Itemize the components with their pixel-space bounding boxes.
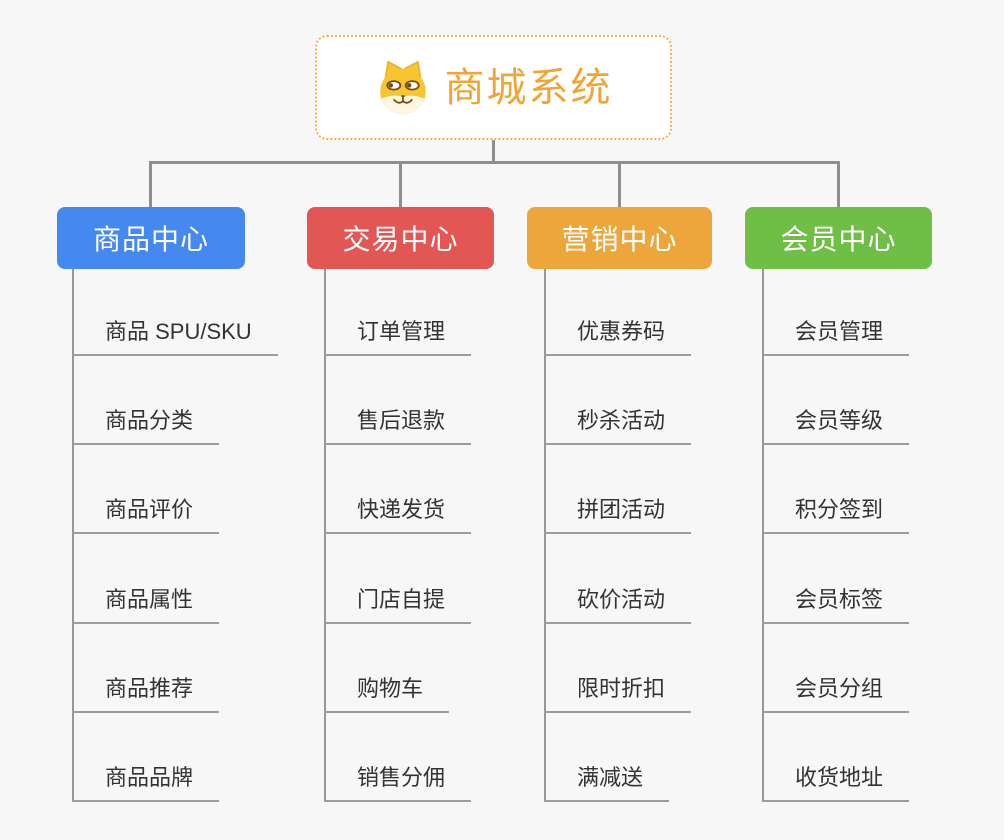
leaf-node[interactable]: 商品属性 bbox=[72, 585, 220, 624]
leaf-node[interactable]: 销售分佣 bbox=[324, 763, 472, 802]
dog-face-icon bbox=[379, 60, 426, 114]
connector-bus bbox=[149, 161, 840, 164]
leaf-node[interactable]: 门店自提 bbox=[324, 585, 472, 624]
trunk-line-4 bbox=[762, 269, 764, 802]
leaf-node[interactable]: 会员标签 bbox=[762, 585, 910, 624]
leaf-node[interactable]: 商品评价 bbox=[72, 495, 220, 534]
root-node[interactable]: 商城系统 bbox=[315, 35, 672, 140]
leaf-node[interactable]: 会员分组 bbox=[762, 674, 910, 713]
trunk-line-1 bbox=[72, 269, 74, 802]
leaf-node[interactable]: 砍价活动 bbox=[544, 585, 692, 624]
branch-marketing-center[interactable]: 营销中心 bbox=[527, 207, 712, 269]
leaf-node[interactable]: 商品推荐 bbox=[72, 674, 220, 713]
branch-label: 交易中心 bbox=[342, 224, 459, 255]
leaf-node[interactable]: 会员等级 bbox=[762, 406, 910, 445]
leaf-node[interactable]: 售后退款 bbox=[324, 406, 472, 445]
connector-drop-2 bbox=[399, 161, 402, 207]
trunk-line-2 bbox=[324, 269, 326, 802]
connector-drop-3 bbox=[618, 161, 621, 207]
leaf-node[interactable]: 秒杀活动 bbox=[544, 406, 692, 445]
leaf-node[interactable]: 积分签到 bbox=[762, 495, 910, 534]
connector-drop-4 bbox=[837, 161, 840, 207]
root-title: 商城系统 bbox=[444, 65, 613, 110]
leaf-node[interactable]: 快递发货 bbox=[324, 495, 472, 534]
trunk-line-3 bbox=[544, 269, 546, 802]
branch-product-center[interactable]: 商品中心 bbox=[57, 207, 245, 269]
leaf-node[interactable]: 优惠券码 bbox=[544, 317, 692, 356]
branch-member-center[interactable]: 会员中心 bbox=[745, 207, 932, 269]
leaf-node[interactable]: 收货地址 bbox=[762, 763, 910, 802]
branch-label: 商品中心 bbox=[92, 224, 209, 255]
leaf-node[interactable]: 会员管理 bbox=[762, 317, 910, 356]
leaf-node[interactable]: 满减送 bbox=[544, 763, 670, 802]
leaf-node[interactable]: 商品品牌 bbox=[72, 763, 220, 802]
connector-drop-1 bbox=[149, 161, 152, 207]
leaf-node[interactable]: 拼团活动 bbox=[544, 495, 692, 534]
connector-root-drop bbox=[492, 140, 495, 164]
leaf-node[interactable]: 订单管理 bbox=[324, 317, 472, 356]
leaf-node[interactable]: 商品分类 bbox=[72, 406, 220, 445]
branch-label: 营销中心 bbox=[561, 224, 678, 255]
branch-trade-center[interactable]: 交易中心 bbox=[307, 207, 494, 269]
branch-label: 会员中心 bbox=[780, 224, 897, 255]
leaf-node[interactable]: 商品 SPU/SKU bbox=[72, 317, 278, 356]
leaf-node[interactable]: 限时折扣 bbox=[544, 674, 692, 713]
leaf-node[interactable]: 购物车 bbox=[324, 674, 450, 713]
